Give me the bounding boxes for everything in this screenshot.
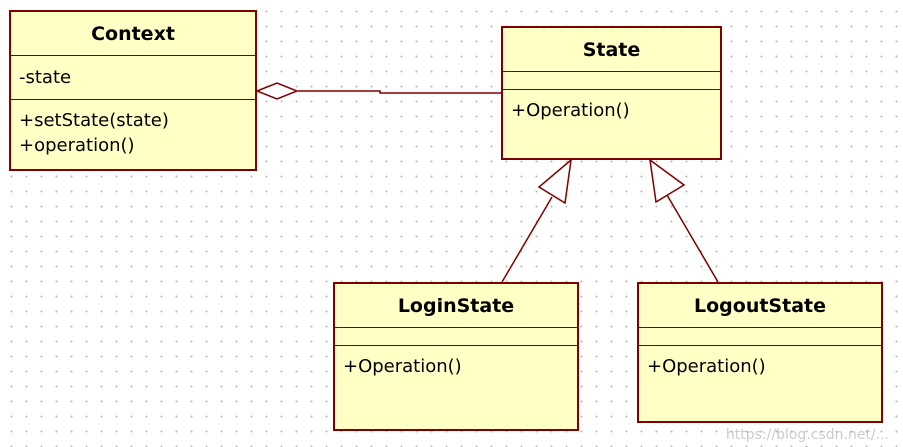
class-name-login-state: LoginState — [335, 284, 577, 328]
class-operations-context: +setState(state) +operation() — [11, 100, 255, 169]
class-context[interactable]: Context -state +setState(state) +operati… — [9, 10, 257, 171]
operation-state-operation: +Operation() — [511, 100, 630, 121]
operation-operation: +operation() — [19, 135, 135, 156]
operation-logout-operation: +Operation() — [647, 356, 766, 377]
class-name-state: State — [503, 28, 720, 72]
class-operations-login-state: +Operation() — [335, 346, 577, 429]
class-name-context: Context — [11, 12, 255, 56]
class-logout-state[interactable]: LogoutState +Operation() — [637, 282, 883, 423]
class-attributes-state — [503, 72, 720, 90]
generalization-login-connector — [501, 158, 573, 283]
aggregation-diamond — [254, 82, 300, 100]
inheritance-arrowhead-logout — [649, 158, 686, 204]
class-attributes-context: -state — [11, 56, 255, 100]
class-login-state[interactable]: LoginState +Operation() — [333, 282, 579, 431]
watermark: https://blog.csdn.net/... — [725, 427, 889, 443]
generalization-logout-connector — [649, 158, 719, 283]
class-attributes-login-state — [335, 328, 577, 346]
attribute-state: -state — [19, 67, 72, 88]
class-operations-state: +Operation() — [503, 90, 720, 158]
operation-login-operation: +Operation() — [343, 356, 462, 377]
class-attributes-logout-state — [639, 328, 881, 346]
class-name-logout-state: LogoutState — [639, 284, 881, 328]
class-state[interactable]: State +Operation() — [501, 26, 722, 160]
operation-setstate: +setState(state) — [19, 110, 169, 131]
class-operations-logout-state: +Operation() — [639, 346, 881, 421]
inheritance-arrowhead-login — [537, 158, 573, 205]
aggregation-connector — [254, 82, 501, 100]
